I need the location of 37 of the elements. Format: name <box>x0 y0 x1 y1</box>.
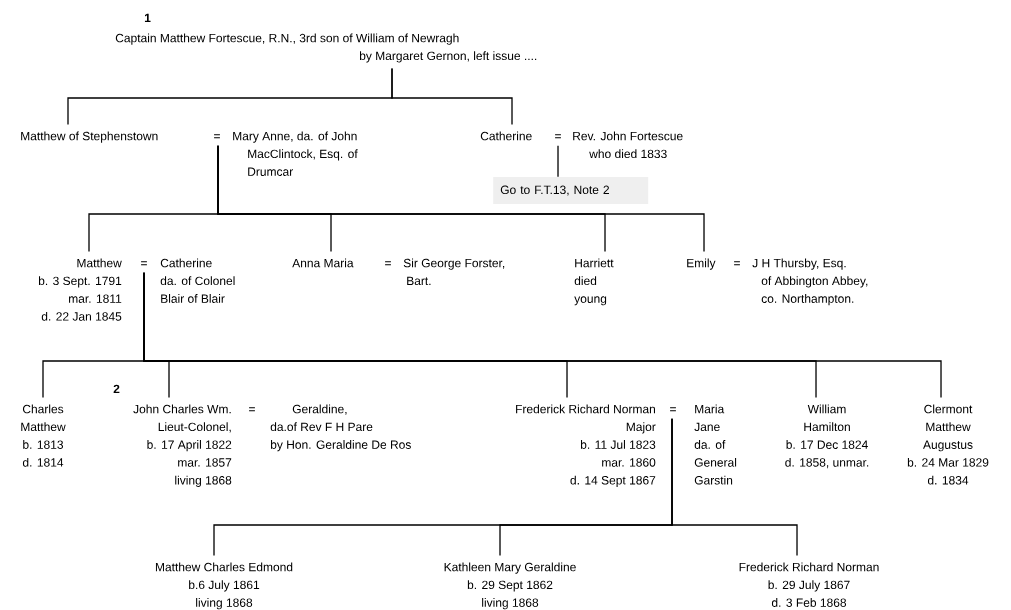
tree-line <box>391 67 513 126</box>
marriage-sign: = <box>249 407 255 412</box>
marriage-sign: = <box>141 261 147 266</box>
person-entry: Mary Anne, da. of John MacClintock, Esq. of Drumcar <box>233 131 358 176</box>
person-entry: Maria Jane da. of General Garstin <box>694 404 737 485</box>
generation-number: 1 <box>144 13 151 22</box>
person-entry: John Charles Wm. Lieut-Colonel, b. 17 April 1822 mar. 1857 living 1868 <box>133 404 232 487</box>
person-entry: Sir George Forster, Bart. <box>403 258 505 286</box>
person-entry: Clermont Matthew Augustus b. 24 Mar 1829 d. 1834 <box>907 404 989 485</box>
marriage-sign: = <box>734 261 740 266</box>
person-entry: Captain Matthew Fortescue, R.N., 3rd son of William of Newragh by Margaret Gernon, left issue .... <box>115 33 537 63</box>
person-entry: Matthew b. 3 Sept. 1791 mar. 1811 d. 22 Jan 1845 <box>38 258 122 321</box>
person-entry: Matthew of Stephenstown <box>21 131 158 143</box>
tree-line <box>671 418 798 557</box>
tree-line <box>557 145 559 178</box>
person-entry: Frederick Richard Norman b. 29 July 1867 d. 3 Feb 1868 <box>739 562 879 607</box>
person-entry: Emily <box>687 258 716 270</box>
marriage-sign: = <box>555 134 561 139</box>
person-entry: Charles Matthew b. 1813 d. 1814 <box>21 404 66 467</box>
person-entry: Catherine da. of Colonel Blair of Blair <box>160 258 235 303</box>
person-entry: Frederick Richard Norman Major b. 11 Jul 1823 mar. 1860 d. 14 Sept 1867 <box>516 404 656 487</box>
person-entry: Anna Maria <box>292 258 354 268</box>
person-entry: Rev. John Fortescue who died 1833 <box>573 131 683 159</box>
person-entry: Catherine <box>480 131 532 141</box>
person-entry: Geraldine, da.of Rev F H Pare by Hon. Geraldine De Ros <box>270 404 411 452</box>
tree-line <box>217 145 705 253</box>
person-entry: Harriett died young <box>574 258 614 306</box>
person-entry: J H Thursby, Esq. of Abbington Abbey, co. Northampton. <box>752 258 868 306</box>
marriage-sign: = <box>670 407 676 412</box>
note-box: Go to F.T.13, Note 2 <box>493 177 649 204</box>
generation-number: 2 <box>113 384 120 393</box>
marriage-sign: = <box>385 261 391 266</box>
person-entry: Matthew Charles Edmond b.6 July 1861 living 1868 <box>155 562 293 610</box>
marriage-sign: = <box>214 134 220 139</box>
person-entry: Kathleen Mary Geraldine b. 29 Sept 1862 living 1868 <box>444 562 576 610</box>
tree-line <box>143 272 942 399</box>
person-entry: William Hamilton b. 17 Dec 1824 d. 1858, unmar. <box>785 404 869 469</box>
